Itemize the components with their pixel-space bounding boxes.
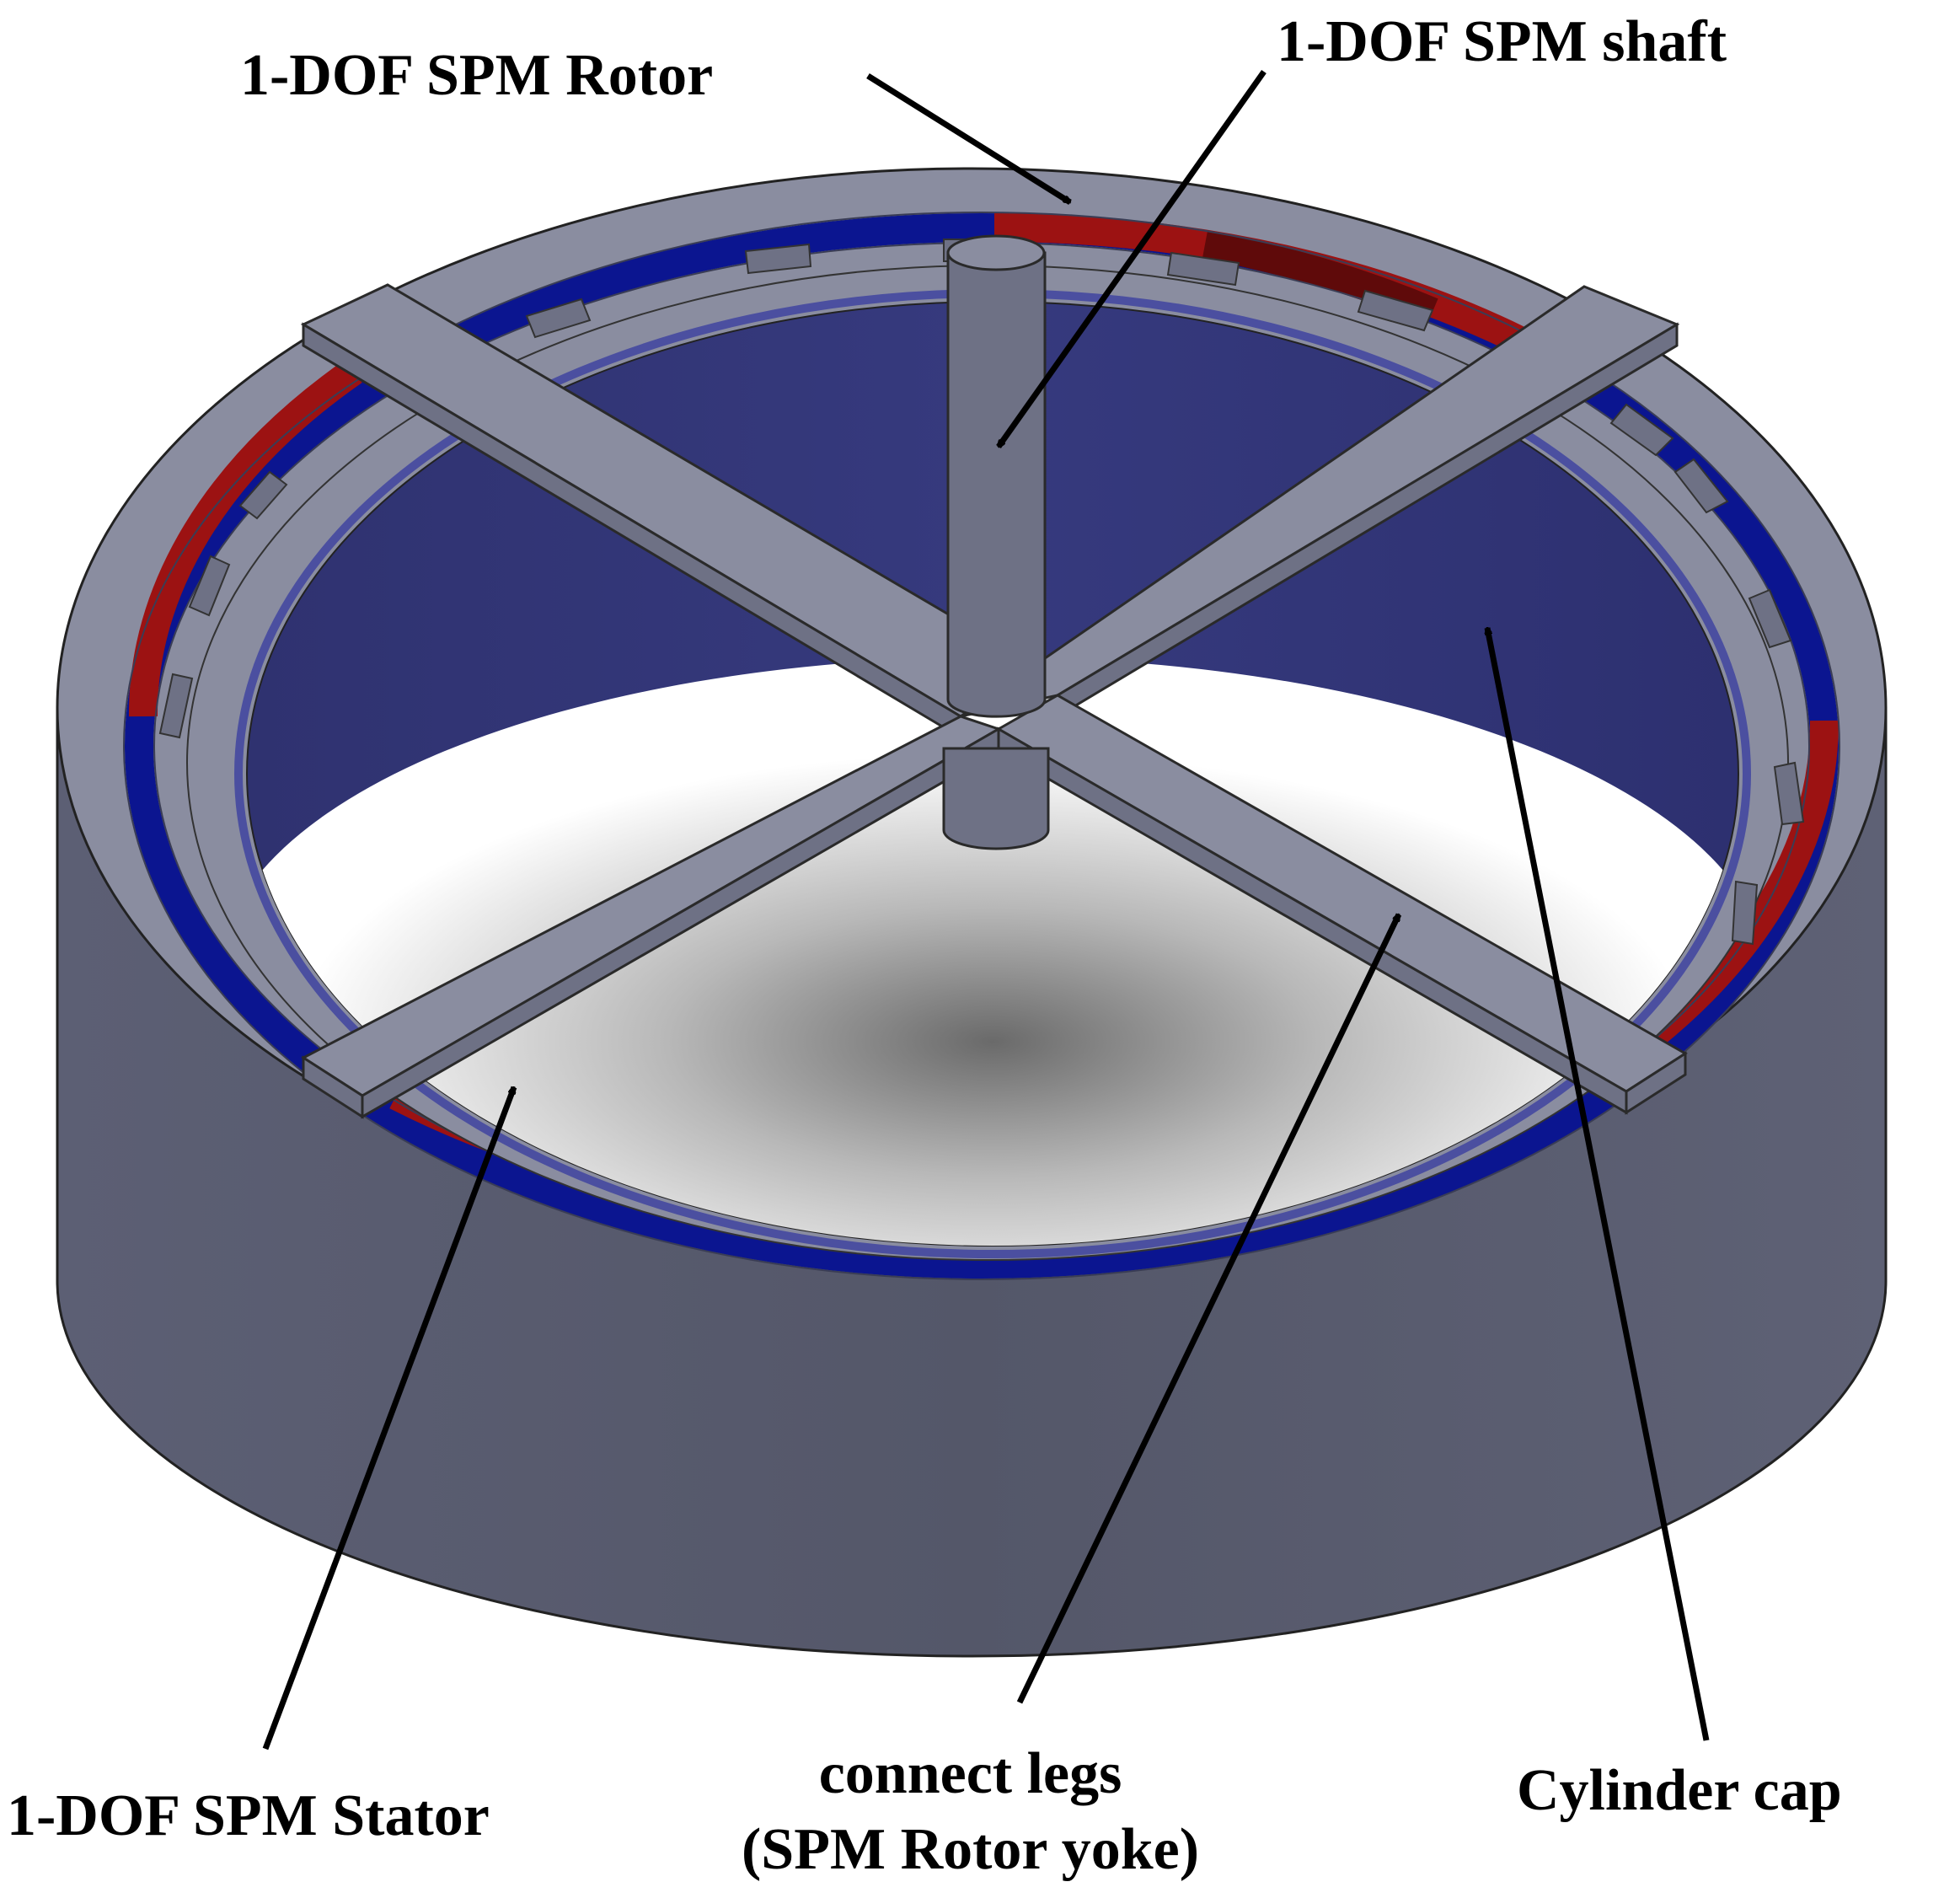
cap-arrow: [1487, 628, 1710, 1741]
cylinder-cap-label: Cylinder cap: [1517, 1758, 1842, 1823]
legs-arrow: [1016, 914, 1402, 1704]
shaft-label: 1-DOF SPM shaft: [1277, 9, 1727, 74]
connect-legs-label-line2: (SPM Rotor yoke): [742, 1816, 1200, 1882]
callout-arrows: [262, 69, 1710, 1751]
connect-legs-label: connect legs (SPM Rotor yoke): [742, 1736, 1199, 1887]
connect-legs: [300, 283, 1688, 1119]
spm-shaft: [942, 234, 1050, 850]
connect-legs-label-line1: connect legs: [818, 1741, 1122, 1806]
stator-arrow: [262, 1087, 517, 1751]
shaft-arrow: [996, 69, 1267, 447]
stator-label: 1-DOF SPM Stator: [7, 1783, 490, 1848]
rotor-arrow: [866, 73, 1070, 205]
rotor-label: 1-DOF SPM Rotor: [240, 43, 714, 108]
